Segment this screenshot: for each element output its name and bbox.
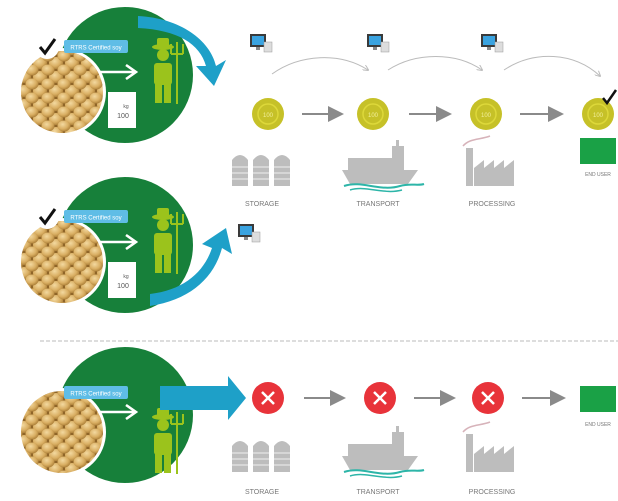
computer-icon: [238, 224, 261, 243]
rtrs-badge: [64, 210, 128, 223]
cargo-ship-icon: [342, 140, 425, 193]
farmer-icon: [152, 408, 184, 474]
storage-silos-icon: [232, 155, 290, 186]
end-user-product-icon: [580, 138, 616, 164]
svg-text:100: 100: [481, 113, 492, 119]
x-icon: [252, 382, 284, 414]
data-link-arrow: [271, 57, 368, 75]
computer-icon: [481, 34, 504, 53]
check-icon: [35, 35, 59, 59]
straight-arrow-3: [160, 376, 246, 420]
chain-row-certified: 100 100 100 100 STORAGE: [232, 34, 618, 208]
rtrs-badge: [64, 40, 128, 53]
arrow-to-farmer: [100, 233, 139, 251]
badge-label: RTRS Certified soy: [70, 392, 121, 398]
data-link-arrow: [503, 55, 600, 76]
curved-arrow-2: [150, 228, 232, 306]
coin-icon: 100: [582, 98, 614, 130]
producer-2: RTRS Certified soy kg 100: [18, 177, 193, 313]
end-user-product-icon: [580, 386, 616, 412]
stage-label-transport: TRANSPORT: [356, 201, 400, 208]
end-user-label: END USER: [585, 422, 611, 428]
tag-value: 100: [117, 113, 129, 120]
stage-label-storage: STORAGE: [245, 201, 279, 208]
cargo-ship-icon: [342, 426, 425, 479]
svg-text:100: 100: [593, 113, 604, 119]
farmer-icon: [152, 38, 184, 104]
factory-icon: [462, 135, 514, 186]
coin-icon: 100: [357, 98, 389, 130]
stage-label-transport: TRANSPORT: [356, 489, 400, 496]
computer-icon: [250, 34, 273, 53]
badge-label: RTRS Certified soy: [70, 216, 121, 222]
check-icon: [602, 89, 618, 106]
producer-1: RTRS Certified soy kg 100: [18, 7, 193, 143]
svg-text:100: 100: [368, 113, 379, 119]
rtrs-badge: [64, 386, 128, 399]
farmer-icon: [152, 208, 184, 274]
arrow-to-farmer: [100, 403, 139, 421]
quantity-tag: [108, 262, 136, 298]
stage-label-storage: STORAGE: [245, 489, 279, 496]
check-icon: [35, 205, 59, 229]
x-icon: [364, 382, 396, 414]
coin-icon: 100: [252, 98, 284, 130]
svg-text:100: 100: [263, 113, 274, 119]
stage-label-processing: PROCESSING: [469, 201, 516, 208]
stage-label-processing: PROCESSING: [469, 489, 516, 496]
factory-icon: [462, 421, 514, 472]
chain-row-uncertified: STORAGE TRANSPORT PROCESSING END USER: [232, 382, 616, 496]
arrow-to-farmer: [100, 63, 139, 81]
end-user-label: END USER: [585, 172, 611, 178]
badge-label: RTRS Certified soy: [70, 46, 121, 52]
producer-3: RTRS Certified soy: [18, 347, 193, 483]
curved-arrow-1: [138, 16, 226, 86]
storage-silos-icon: [232, 441, 290, 472]
quantity-tag: [108, 92, 136, 128]
tag-unit: kg: [123, 274, 129, 280]
tag-unit: kg: [123, 104, 129, 110]
x-icon: [472, 382, 504, 414]
data-link-arrow: [387, 56, 482, 71]
coin-icon: 100: [470, 98, 502, 130]
tag-value: 100: [117, 283, 129, 290]
computer-icon: [367, 34, 390, 53]
